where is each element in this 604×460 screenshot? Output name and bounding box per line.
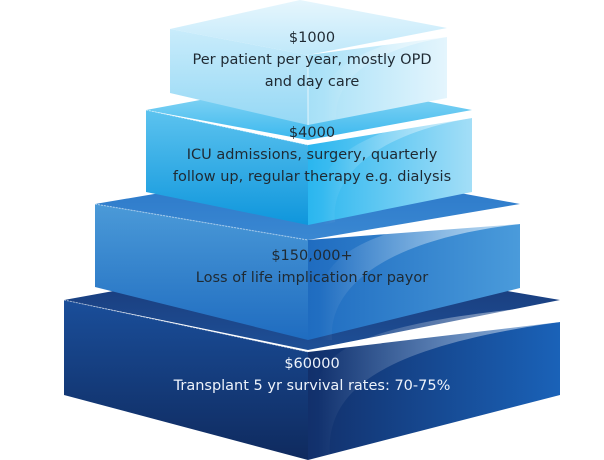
tier-2-description-line-1: ICU admissions, surgery, quarterly (186, 147, 438, 163)
tier-4-description-line-1: Transplant 5 yr survival rates: 70-75% (173, 378, 451, 394)
tier-1-block (170, 0, 447, 125)
tier-2-label: $4000 ICU admissions, surgery, quarterly… (0, 122, 604, 188)
tier-2-description-line-2: follow up, regular therapy e.g. dialysis (172, 169, 452, 185)
tier-1-description-line-1: Per patient per year, mostly OPD (192, 52, 432, 68)
tier-1-label: $1000 Per patient per year, mostly OPD a… (0, 27, 604, 93)
tier-3-description-line-1: Loss of life implication for payor (195, 270, 429, 286)
tier-1-description-line-2: and day care (264, 74, 360, 90)
tier-3-label: $150,000+ Loss of life implication for p… (0, 245, 604, 289)
tier-4-amount: $60000 (284, 356, 340, 372)
tier-2-amount: $4000 (288, 125, 336, 141)
tier-4-label: $60000 Transplant 5 yr survival rates: 7… (0, 353, 604, 397)
tier-1-amount: $1000 (288, 30, 336, 46)
tier-3-amount: $150,000+ (271, 248, 353, 264)
